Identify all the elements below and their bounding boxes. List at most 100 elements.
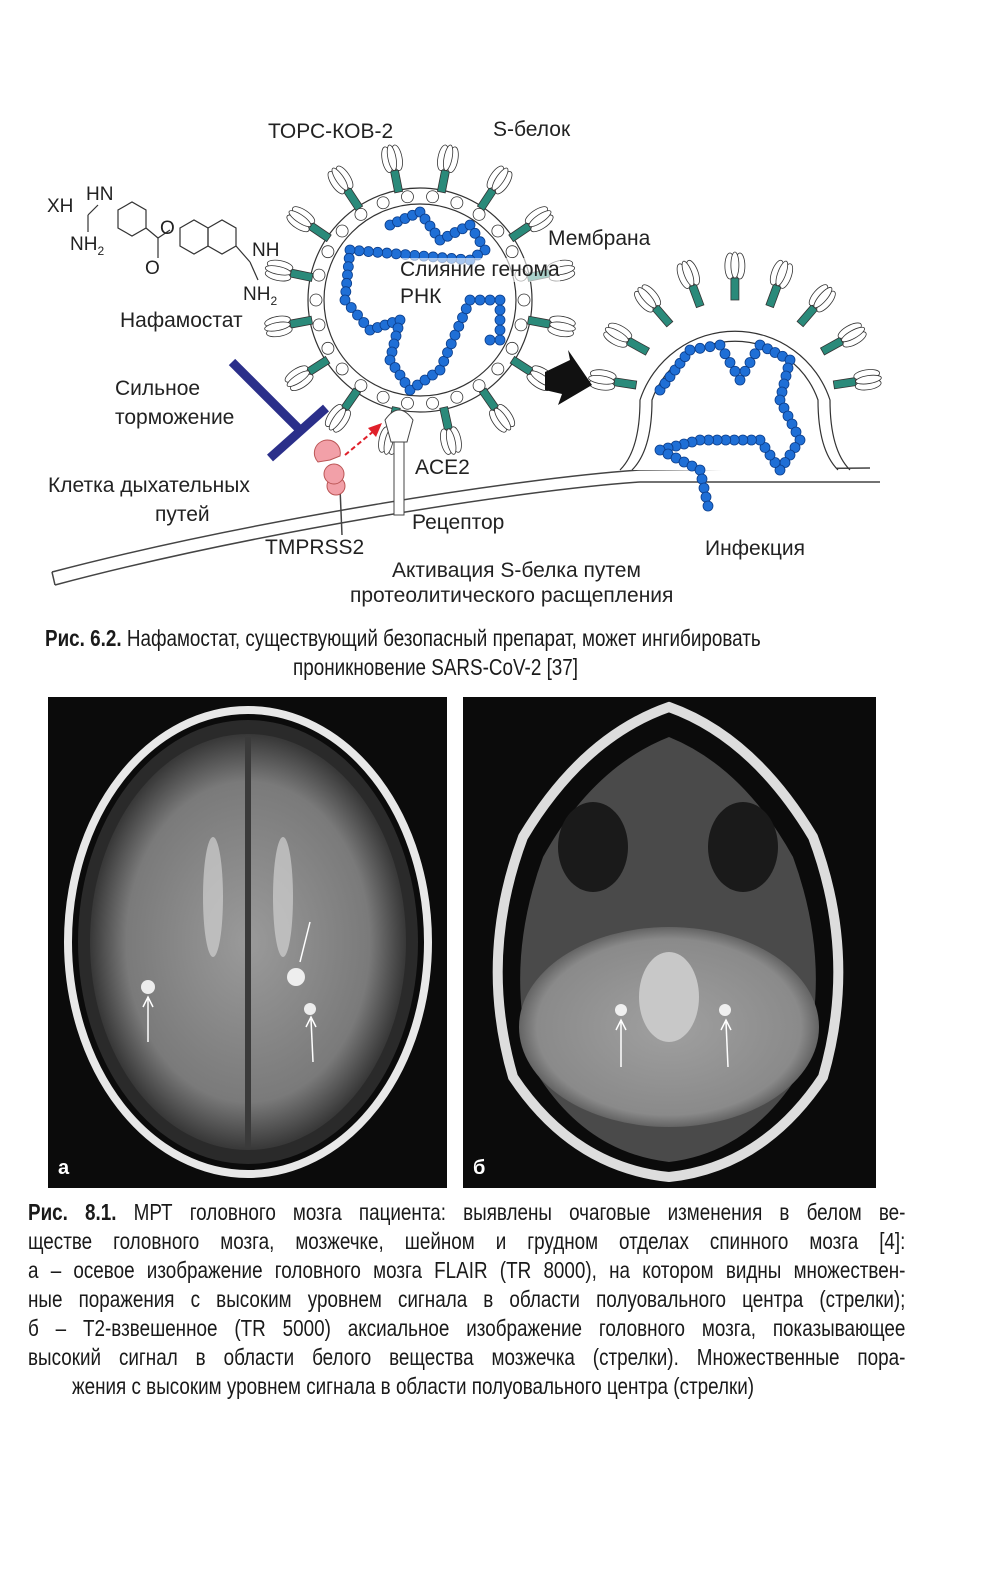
spike-stalk [306,355,331,376]
membrane-bead [312,318,326,332]
label-inhibition-2: торможение [115,406,235,429]
lesion [141,980,155,994]
rna-bead [404,384,416,396]
spike-head [528,210,552,228]
rna-bead [389,362,401,373]
spike-stalk [796,304,819,328]
spike-protein [286,206,332,243]
caption-line: проникновение SARS-CoV-2 [37] [293,654,579,680]
spike-protein [676,259,705,309]
label-activation-2: протеолитического расщепления [350,584,674,607]
caption-line: Рис. 8.1. МРТ головного мозга пациента: … [28,1198,905,1227]
spike-protein [526,315,576,338]
chem-nh: NH [252,240,280,261]
spike-head [264,321,291,332]
rna-bead [494,294,506,306]
caption-line: а – осевое изображение головного мозга F… [28,1257,906,1283]
lesion [304,1003,316,1015]
rna-bead [704,341,716,353]
caption-line: жения с высоким уровнем сигнала в област… [72,1373,755,1399]
chem-o-ester: O [160,218,175,239]
membrane-bead [401,190,414,204]
spike-head [841,326,865,343]
spike-stalk [730,277,740,301]
spike-protein [264,315,314,338]
rna-bead [474,294,486,306]
spike-protein [439,406,462,455]
membrane-bead [514,318,528,332]
rna-bead [494,314,506,326]
membrane-bead [450,196,464,210]
panel-letter: б [473,1157,486,1179]
chem-xh: XH [47,196,74,217]
membrane-bead [491,224,505,238]
spike-stalk [526,315,551,329]
spike-protein [765,259,794,309]
membrane-bead [426,396,439,410]
spike-protein [284,355,331,392]
rna-bead [464,294,476,306]
arrow-icon [615,1018,732,1068]
rna-bead [744,357,756,368]
caption-line: высокий сигнал в области белого вещества… [28,1344,906,1370]
activation-arrow [344,429,376,456]
caption-line: ществе головного мозга, мозжечке, шейном… [28,1228,906,1254]
rna-bead [484,294,496,306]
rna-bead [719,348,731,360]
membrane-bead [354,379,368,392]
ace2-receptor [384,409,414,516]
label-cell-1: Клетка дыхательных [48,474,250,497]
rna-bead [694,464,706,476]
rna-bead [789,442,801,453]
spike-protein [264,259,314,282]
membrane-bead [309,293,323,307]
rna-bead [734,374,746,386]
spike-protein [819,322,867,356]
figure-8-1-caption: Рис. 8.1. МРТ головного мозга пациента: … [28,1198,1000,1401]
virus-entry-illustration [51,144,882,586]
rna-bead [700,491,712,503]
label-membrane: Мембрана [548,227,651,250]
membrane-bead [517,293,531,307]
label-receptor: Рецептор [412,511,505,534]
spike-protein [324,387,362,433]
spike-stalk [478,387,500,412]
spike-head [775,260,789,287]
label-cell-2: путей [155,503,210,526]
spike-protein [603,322,650,356]
spike-stalk [476,187,497,212]
membrane-bead [354,208,368,221]
spike-stalk [819,336,845,356]
nafamostat-structure [87,201,259,281]
rna-bead [774,464,786,476]
rna-bead [749,348,761,360]
rna-bead [729,365,741,377]
membrane-bead [401,396,414,410]
caption-line: б – Т2-взвешенное (TR 5000) аксиальное и… [28,1315,906,1341]
rna-bead [714,339,726,351]
caption-prefix: Рис. 8.1. [28,1199,117,1225]
rna-bead [372,246,384,258]
rna-bead [794,434,806,446]
chem-nh: NH [70,234,98,255]
rna-bead [739,365,751,377]
lesion [719,1004,731,1016]
virus-envelope-outer [307,187,533,413]
spike-stalk [625,336,650,356]
label-s-protein: S-белок [493,118,571,141]
membrane-bead [335,224,349,238]
rna-bead [702,500,714,512]
cell-membrane [51,467,871,573]
rna-bead [358,317,370,328]
rna-bead [784,449,796,461]
rna-bead [696,473,708,485]
spike-head [730,251,740,279]
chem-subscript: 2 [270,294,278,308]
spike-protein [381,144,404,194]
mri-axial-flair-image [64,706,432,1178]
mri-panel-b: б [463,697,876,1188]
label-ace2: ACE2 [415,456,470,479]
membrane-bead [505,245,519,259]
membrane-bead [321,245,335,259]
spike-head [445,428,457,455]
